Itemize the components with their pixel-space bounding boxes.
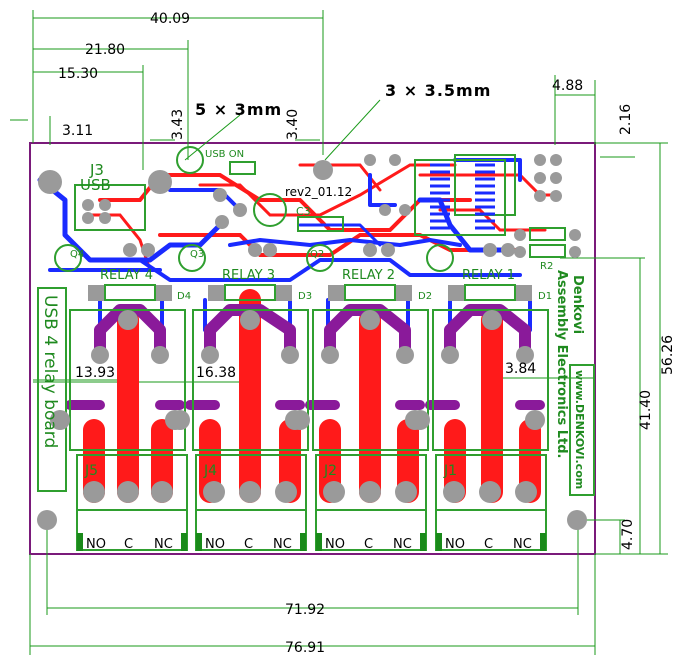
dim-13-93: 13.93 bbox=[75, 365, 115, 381]
j1-label: J1 bbox=[443, 463, 457, 479]
relay2-label: RELAY 2 bbox=[342, 268, 395, 283]
revision-label: rev2_01.12 bbox=[285, 185, 352, 199]
terminal-no: NO bbox=[445, 537, 465, 552]
terminal-nc: NC bbox=[513, 537, 532, 552]
q4-label: Q4 bbox=[70, 249, 84, 260]
dim-76-91: 76.91 bbox=[285, 640, 325, 656]
terminal-no: NO bbox=[205, 537, 225, 552]
website-label: www.DENKOVI.com bbox=[573, 370, 586, 489]
terminal-nc: NC bbox=[273, 537, 292, 552]
dim-16-38: 16.38 bbox=[196, 365, 236, 381]
maker-full-label: Assembly Electronics Ltd. bbox=[554, 270, 569, 459]
pads bbox=[37, 154, 587, 530]
dim-21-80: 21.80 bbox=[85, 42, 125, 58]
top-copper-traces bbox=[83, 163, 562, 503]
dim-4-88: 4.88 bbox=[552, 78, 583, 94]
board-outline bbox=[29, 142, 596, 555]
d2-label: D2 bbox=[418, 291, 432, 302]
dim-3-11: 3.11 bbox=[62, 123, 93, 139]
terminal-no: NO bbox=[325, 537, 345, 552]
dim-40-09: 40.09 bbox=[150, 11, 190, 27]
dimension-labels: 40.09 21.80 15.30 3.43 3.40 3.11 4.88 2.… bbox=[58, 11, 676, 656]
hole-3x3-5-label: 3 × 3.5mm bbox=[385, 81, 491, 100]
j2-label: J2 bbox=[323, 463, 337, 479]
relay3-label: RELAY 3 bbox=[222, 268, 275, 283]
silkscreen bbox=[37, 146, 595, 551]
dim-71-92: 71.92 bbox=[285, 602, 325, 618]
j3-label: J3 bbox=[89, 161, 104, 179]
board-name-label: USB 4 relay board bbox=[40, 295, 60, 448]
ic-pins bbox=[430, 163, 495, 230]
terminal-nc: NC bbox=[154, 537, 173, 552]
terminal-nc: NC bbox=[393, 537, 412, 552]
dim-3-40: 3.40 bbox=[285, 109, 301, 140]
d3-label: D3 bbox=[298, 291, 312, 302]
q2-label: Q2 bbox=[310, 249, 324, 260]
dimension-lines bbox=[10, 10, 668, 655]
terminal-c: C bbox=[244, 537, 253, 552]
relay1-label: RELAY 1 bbox=[462, 268, 515, 283]
dim-41-40: 41.40 bbox=[638, 390, 654, 430]
terminal-labels: NO C NC NO C NC NO C NC NO C NC bbox=[86, 537, 532, 552]
usb-label: USB bbox=[80, 176, 111, 194]
terminal-no: NO bbox=[86, 537, 106, 552]
dim-3-84: 3.84 bbox=[505, 361, 536, 377]
terminal-c: C bbox=[124, 537, 133, 552]
r2-label: R2 bbox=[540, 261, 553, 272]
component-labels: J3 USB USB ON rev2_01.12 C3 Q4 Q3 Q2 R2 … bbox=[70, 149, 553, 479]
maker-name-label: Denkovi bbox=[570, 275, 585, 334]
terminal-label-bars bbox=[77, 533, 546, 551]
j5-label: J5 bbox=[84, 463, 98, 479]
relay4-label: RELAY 4 bbox=[100, 268, 153, 283]
relay-power-traces bbox=[65, 304, 545, 410]
usb-on-label: USB ON bbox=[205, 149, 244, 160]
dim-2-16: 2.16 bbox=[618, 104, 634, 135]
terminal-c: C bbox=[364, 537, 373, 552]
dim-15-30: 15.30 bbox=[58, 66, 98, 82]
d1-label: D1 bbox=[538, 291, 552, 302]
dim-4-70: 4.70 bbox=[620, 519, 636, 550]
q3-label: Q3 bbox=[190, 249, 204, 260]
hole-5x3-label: 5 × 3mm bbox=[195, 100, 282, 119]
j4-label: J4 bbox=[203, 463, 217, 479]
dim-3-43: 3.43 bbox=[170, 109, 186, 140]
dim-56-26: 56.26 bbox=[660, 335, 676, 375]
d4-label: D4 bbox=[177, 291, 191, 302]
terminal-c: C bbox=[484, 537, 493, 552]
c3-label: C3 bbox=[296, 205, 311, 218]
